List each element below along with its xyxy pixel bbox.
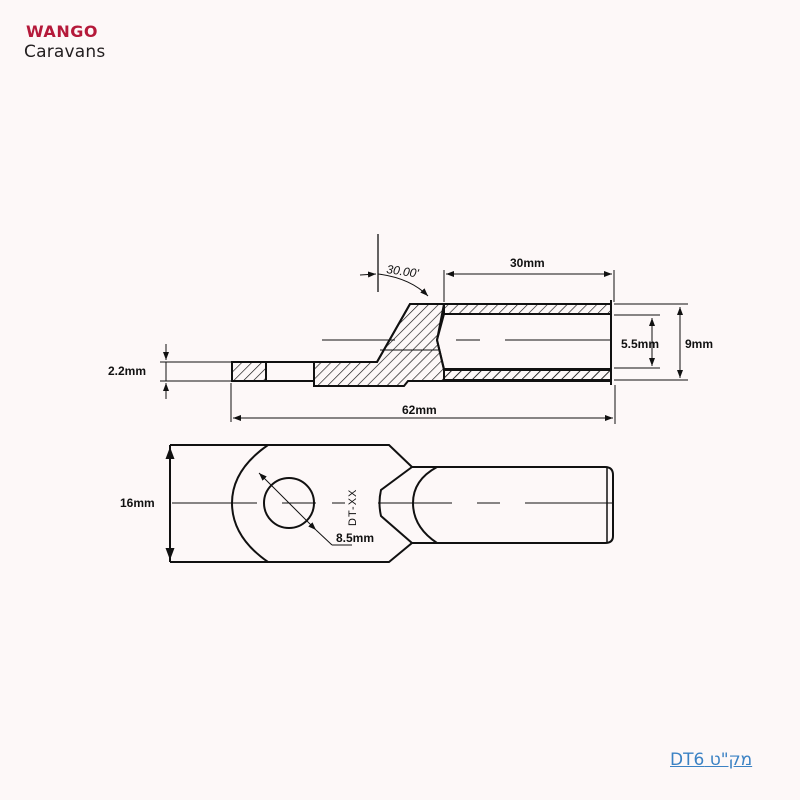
angle-dimension — [359, 234, 429, 297]
inner-diameter-label: 5.5mm — [621, 337, 659, 351]
outer-diameter-label: 9mm — [685, 337, 713, 351]
sku-link[interactable]: מק"ט DT6 — [670, 750, 753, 770]
barrel-length-dimension — [443, 270, 615, 302]
side-view — [231, 300, 612, 387]
top-view-centerlines — [172, 472, 612, 546]
total-length-dimension — [230, 383, 616, 424]
barrel-length-label: 30mm — [510, 256, 545, 270]
stamp-text: DT-XX — [347, 489, 359, 526]
palm-thickness-label: 2.2mm — [108, 364, 146, 378]
palm-thickness-dimension — [160, 344, 232, 399]
total-length-label: 62mm — [402, 403, 437, 417]
diameter-dimensions — [614, 303, 688, 381]
width-label: 16mm — [120, 496, 155, 510]
hole-diameter-label: 8.5mm — [336, 531, 374, 545]
brand-logo: WANGO Caravans — [24, 22, 134, 66]
angle-label: 30.00' — [386, 262, 421, 280]
logo-wordmark-bottom: Caravans — [24, 42, 106, 62]
logo-wordmark-top: WANGO — [26, 22, 98, 41]
